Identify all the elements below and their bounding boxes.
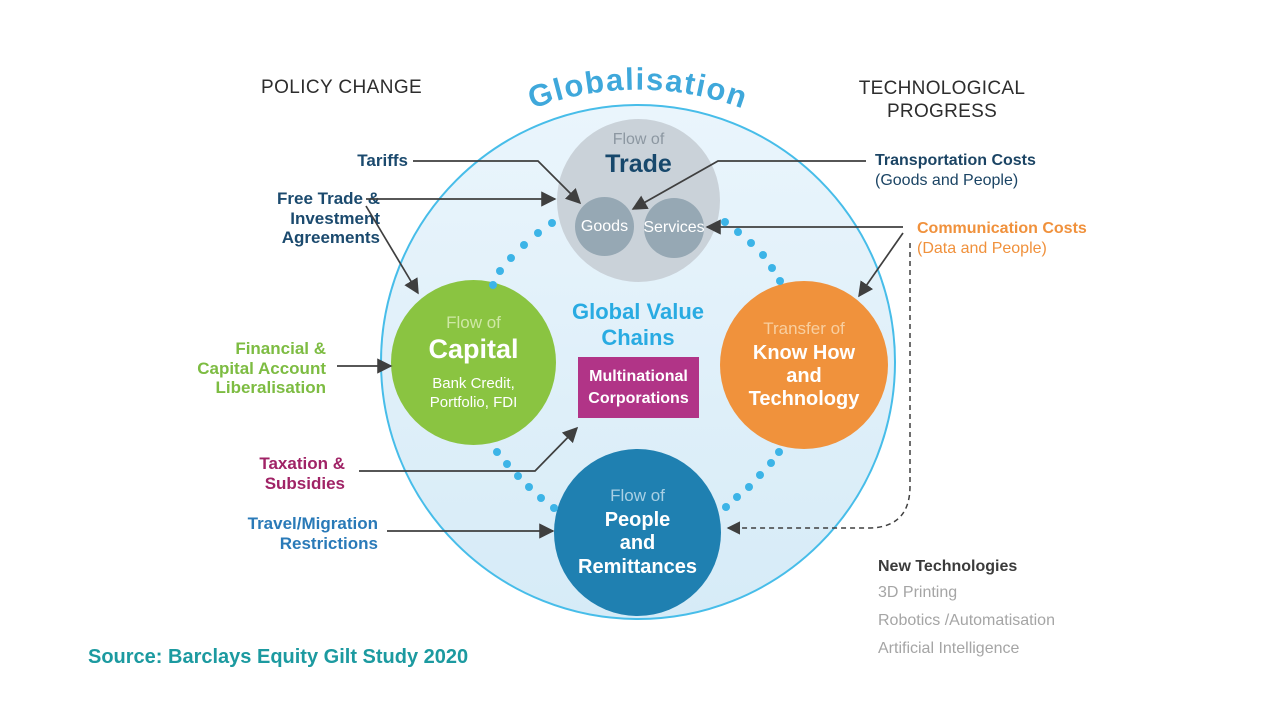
policy-change-heading: POLICY CHANGE — [261, 77, 423, 98]
trade-title: Trade — [605, 150, 672, 178]
capital-prefix: Flow of — [446, 312, 501, 332]
flow-of-capital-circle: Flow of Capital Bank Credit, Portfolio, … — [391, 280, 556, 445]
services-label: Services — [643, 219, 705, 236]
arrow-communication-to-knowhow — [858, 232, 904, 298]
transfer-of-knowhow-circle: Transfer of Know How and Technology — [720, 281, 888, 449]
new-technologies-item: Artificial Intelligence — [878, 640, 1020, 657]
communication-costs-subtitle: (Data and People) — [917, 240, 1047, 257]
taxation-subsidies-label: Taxation & Subsidies — [259, 454, 345, 493]
new-technologies-item: Robotics /Automatisation — [878, 612, 1055, 629]
goods-label: Goods — [580, 217, 629, 235]
communication-costs-title: Communication Costs — [917, 220, 1087, 237]
new-technologies-block: New Technologies 3D Printing Robotics /A… — [878, 558, 1055, 668]
multinational-corporations-box: Multinational Corporations — [578, 357, 699, 418]
people-title: People and Remittances — [578, 509, 697, 578]
new-technologies-item: 3D Printing — [878, 584, 958, 601]
capital-title: Capital — [428, 333, 519, 364]
source-caption: Source: Barclays Equity Gilt Study 2020 — [88, 646, 469, 668]
trade-prefix: Flow of — [612, 131, 665, 148]
goods-circle: Goods — [575, 197, 634, 256]
transportation-costs-title: Transportation Costs — [875, 152, 1036, 169]
financial-liberalisation-label: Financial & Capital Account Liberalisati… — [197, 339, 326, 398]
arrow-tariffs-to-goods — [413, 160, 582, 205]
people-prefix: Flow of — [610, 486, 665, 506]
global-value-chains-label: Global Value Chains — [571, 299, 705, 351]
knowhow-title: Know How and Technology — [748, 341, 860, 411]
flow-of-people-circle: Flow of People and Remittances — [554, 449, 721, 616]
services-circle: Services — [643, 198, 705, 258]
knowhow-prefix: Transfer of — [763, 318, 845, 338]
capital-subtitle: Bank Credit, Portfolio, FDI — [429, 374, 518, 412]
communication-costs-label: Communication Costs (Data and People) — [917, 219, 1087, 259]
tariffs-label: Tariffs — [357, 151, 408, 170]
technological-progress-heading: TECHNOLOGICAL PROGRESS — [858, 78, 1026, 123]
travel-migration-label: Travel/Migration Restrictions — [247, 514, 378, 553]
transportation-costs-subtitle: (Goods and People) — [875, 172, 1019, 189]
globalisation-title: Globalisation — [523, 62, 752, 116]
flow-of-trade-circle: Flow of Trade — [557, 119, 720, 282]
new-technologies-heading: New Technologies — [878, 558, 1018, 575]
free-trade-agreements-label: Free Trade & Investment Agreements — [277, 189, 380, 248]
transportation-costs-label: Transportation Costs (Goods and People) — [875, 151, 1036, 191]
